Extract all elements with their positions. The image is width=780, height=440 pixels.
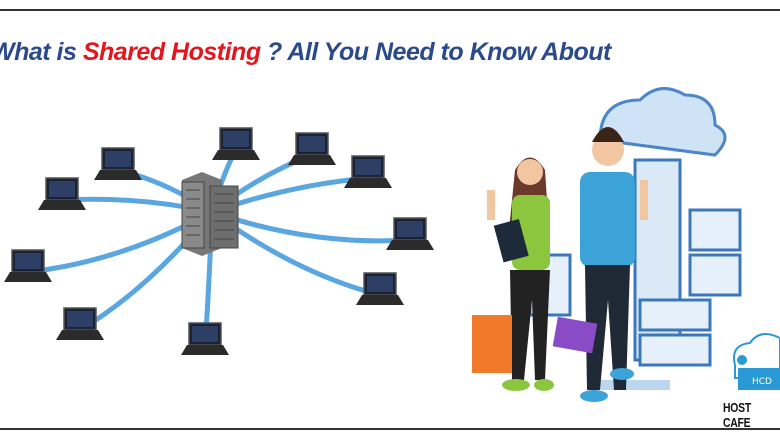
server-icon — [181, 172, 239, 256]
network-diagram — [4, 127, 434, 355]
connection-arrow — [209, 209, 413, 244]
laptop-icon — [94, 147, 142, 180]
logo-monogram: HCD — [752, 377, 772, 387]
laptop-icon — [288, 132, 336, 165]
woman-figure — [472, 157, 554, 391]
banner-title: What is Shared Hosting ? All You Need to… — [0, 38, 611, 66]
laptop-icon — [356, 272, 404, 305]
laptop-icon — [56, 307, 104, 340]
bottom-border — [0, 428, 780, 430]
laptop-icon — [4, 249, 52, 282]
laptop-icon — [38, 177, 86, 210]
laptop-icon — [181, 322, 229, 355]
logo-text: HOST CAFE — [723, 400, 751, 430]
host-cafe-logo: HCD — [733, 333, 780, 390]
laptop-icon — [386, 217, 434, 250]
top-border — [0, 9, 780, 11]
laptop-icon — [212, 127, 260, 160]
laptop-icon — [344, 155, 392, 188]
title-highlight: Shared Hosting — [82, 38, 261, 66]
man-figure — [552, 127, 648, 402]
